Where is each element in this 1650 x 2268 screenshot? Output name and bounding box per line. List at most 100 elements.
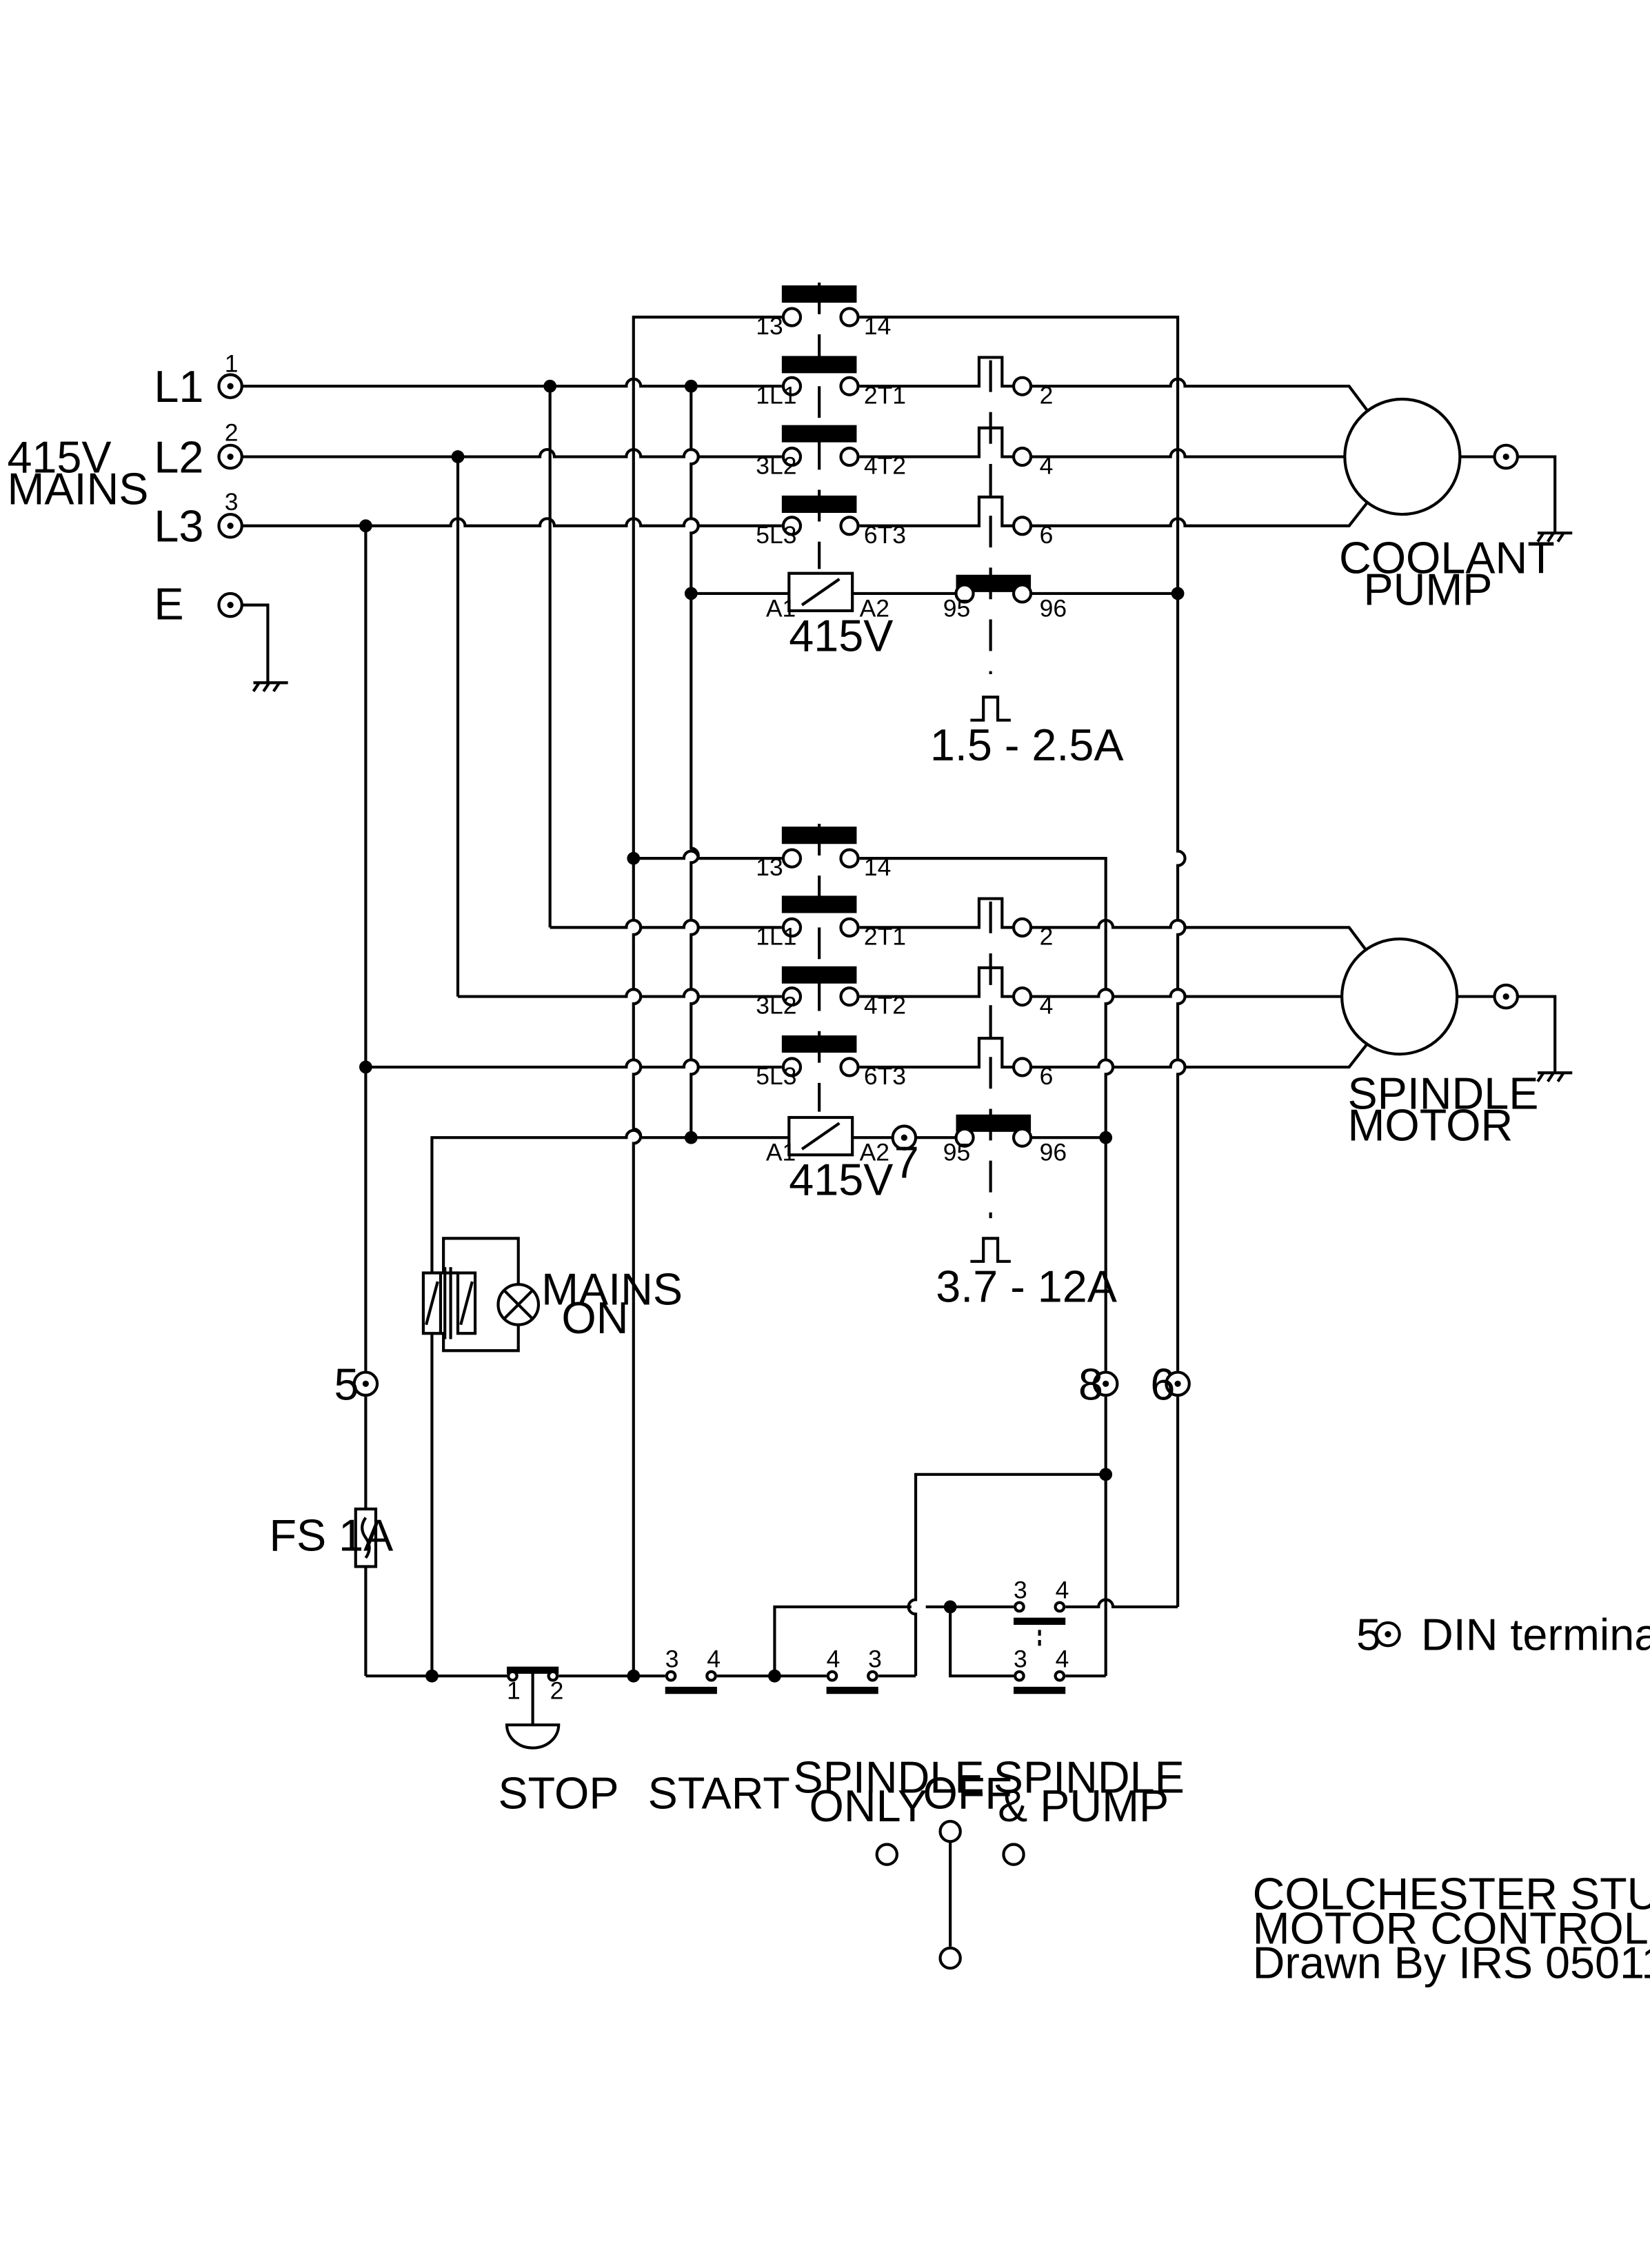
contact-label-13: 13 bbox=[756, 853, 783, 881]
fuse-label: FS 1A bbox=[269, 1510, 394, 1561]
spindle-label-line1: SPINDLE bbox=[1347, 1068, 1538, 1118]
start-button[interactable]: 3 4 bbox=[665, 1646, 721, 1694]
contact-label-4t2: 4T2 bbox=[864, 452, 906, 480]
spindle-pump-contacts: 3 4 3 4 bbox=[1014, 1576, 1069, 1694]
contact-label-14: 14 bbox=[864, 853, 891, 881]
stop-pin-1: 1 bbox=[507, 1677, 521, 1705]
stop-button[interactable]: 1 2 bbox=[505, 1666, 563, 1750]
spindle-only-pin-3: 3 bbox=[868, 1646, 882, 1673]
spindle-motor: SPINDLE MOTOR bbox=[1340, 937, 1573, 1150]
terminal-1-number: 1 bbox=[225, 350, 239, 377]
overload-nc-96: 96 bbox=[1040, 1139, 1067, 1166]
lamp-label-line1: MAINS bbox=[541, 1264, 683, 1314]
contact-label-5l3: 5L3 bbox=[756, 1062, 796, 1090]
overload-terminal-2: 2 bbox=[1040, 381, 1054, 409]
lamp-icon bbox=[496, 1283, 541, 1326]
terminal-3-number: 3 bbox=[225, 488, 239, 516]
lamp-label-line2: ON bbox=[561, 1293, 628, 1343]
thermal-icon bbox=[970, 696, 1011, 722]
overload-terminal-2: 2 bbox=[1040, 922, 1054, 950]
spindle-only-label-line2: ONLY bbox=[809, 1781, 927, 1831]
line-l2-label: L2 bbox=[154, 432, 203, 483]
title-line-2: MOTOR CONTROL CIRCUIT bbox=[1253, 1903, 1650, 1954]
terminal-5-number: 5 bbox=[334, 1359, 359, 1409]
spindle-only-contact: 4 3 bbox=[826, 1646, 882, 1694]
coil-icon-upper bbox=[787, 571, 854, 613]
off-label: OFF bbox=[923, 1768, 1012, 1818]
title-line-3: Drawn By IRS 050114 bbox=[1253, 1938, 1650, 1988]
selector-switch[interactable]: SPINDLE ONLY OFF SPINDLE & PUMP bbox=[794, 1752, 1185, 1970]
din-terminal-coolant-earth bbox=[1493, 443, 1519, 470]
din-terminal-l3 bbox=[217, 512, 243, 539]
mains-supply: 415V MAINS L1 L2 L3 E 1 2 3 bbox=[7, 350, 288, 693]
overload-terminal-6: 6 bbox=[1040, 521, 1054, 549]
contact-label-2t1: 2T1 bbox=[864, 922, 906, 950]
title-line-1: COLCHESTER STUDENT Mk2 bbox=[1253, 1868, 1650, 1918]
overload-range-label: 3.7 - 12A bbox=[936, 1261, 1117, 1311]
coil-a1-label: A1 bbox=[766, 594, 796, 622]
selector-position-spindle-pump[interactable] bbox=[1002, 1843, 1025, 1866]
start-label: START bbox=[648, 1768, 790, 1818]
contact-label-3l2: 3L2 bbox=[756, 452, 796, 480]
earth-ground-icon-coolant bbox=[1536, 531, 1573, 543]
spindle-label-line2: MOTOR bbox=[1347, 1100, 1513, 1150]
contact-label-13: 13 bbox=[756, 312, 783, 340]
junction-dots bbox=[359, 379, 1185, 1683]
coolant-pump-motor: COOLANT PUMP bbox=[1339, 397, 1573, 615]
contact-label-3l2: 3L2 bbox=[756, 992, 796, 1020]
overload-terminal-4: 4 bbox=[1040, 452, 1054, 480]
terminal-7-number: 7 bbox=[894, 1137, 919, 1188]
fuse-icon bbox=[354, 1507, 378, 1568]
din-terminal-earth bbox=[217, 591, 243, 618]
overload-range-label: 1.5 - 2.5A bbox=[930, 720, 1124, 770]
din-terminal-l1 bbox=[217, 373, 243, 400]
contact-label-14: 14 bbox=[864, 312, 891, 340]
earth-ground-icon-mains bbox=[252, 681, 288, 693]
selector-pivot bbox=[938, 1946, 962, 1970]
din-terminal-icon bbox=[1375, 1621, 1401, 1648]
contactor-upper: 13 14 1L1 2T1 3L2 4T2 5L3 6T3 A1 A2 415V… bbox=[756, 282, 1124, 770]
overload-terminal-4: 4 bbox=[1040, 992, 1054, 1020]
start-pin-3: 3 bbox=[665, 1646, 679, 1673]
coil-a2-label: A2 bbox=[860, 594, 889, 622]
selector-position-off[interactable] bbox=[938, 1819, 962, 1843]
earth-wire bbox=[241, 603, 270, 683]
motor-icon-coolant bbox=[1343, 397, 1462, 516]
din-terminal-l2 bbox=[217, 443, 243, 470]
transformer-icon bbox=[421, 1267, 477, 1339]
mains-voltage-label: 415V bbox=[7, 432, 111, 483]
coil-a2-label: A2 bbox=[860, 1139, 889, 1166]
din-terminal-8 bbox=[1092, 1370, 1119, 1397]
terminal-2-number: 2 bbox=[225, 419, 239, 447]
din-terminal-spindle-earth bbox=[1493, 983, 1519, 1010]
overload-nc-95: 95 bbox=[943, 594, 970, 622]
spindle-only-pin-4: 4 bbox=[827, 1646, 841, 1673]
spindle-only-label-line1: SPINDLE bbox=[794, 1752, 985, 1802]
overload-nc-96: 96 bbox=[1040, 594, 1067, 622]
din-terminal-6 bbox=[1165, 1370, 1191, 1397]
selector-position-spindle-only[interactable] bbox=[875, 1843, 898, 1866]
coil-icon-lower bbox=[787, 1115, 854, 1157]
selector-upper-pin-3: 3 bbox=[1014, 1576, 1027, 1603]
overload-nc-95: 95 bbox=[943, 1139, 970, 1166]
legend: 5 DIN terminal bbox=[1356, 1610, 1650, 1660]
din-terminal-7 bbox=[891, 1124, 918, 1151]
coil-voltage-label: 415V bbox=[789, 1155, 893, 1205]
motor-icon-spindle bbox=[1340, 937, 1459, 1056]
contact-label-4t2: 4T2 bbox=[864, 992, 906, 1020]
stop-label: STOP bbox=[498, 1768, 618, 1818]
contactor-lower: 13 14 1L1 2T1 3L2 4T2 5L3 6T3 A1 A2 415V… bbox=[756, 824, 1118, 1311]
contact-label-1l1: 1L1 bbox=[756, 922, 796, 950]
coolant-label-line1: COOLANT bbox=[1339, 533, 1555, 583]
mains-on-indicator: MAINS ON bbox=[421, 1264, 683, 1343]
contact-label-6t3: 6T3 bbox=[864, 1062, 906, 1090]
spindle-pump-label-line2: & PUMP bbox=[998, 1781, 1169, 1831]
contact-label-6t3: 6T3 bbox=[864, 521, 906, 549]
selector-lower-pin-3: 3 bbox=[1014, 1646, 1027, 1673]
coolant-label-line2: PUMP bbox=[1363, 565, 1492, 615]
wiring bbox=[241, 315, 1376, 1678]
terminal-6-number: 6 bbox=[1150, 1359, 1175, 1409]
earth-label: E bbox=[154, 578, 183, 629]
selector-upper-pin-4: 4 bbox=[1056, 1576, 1069, 1603]
